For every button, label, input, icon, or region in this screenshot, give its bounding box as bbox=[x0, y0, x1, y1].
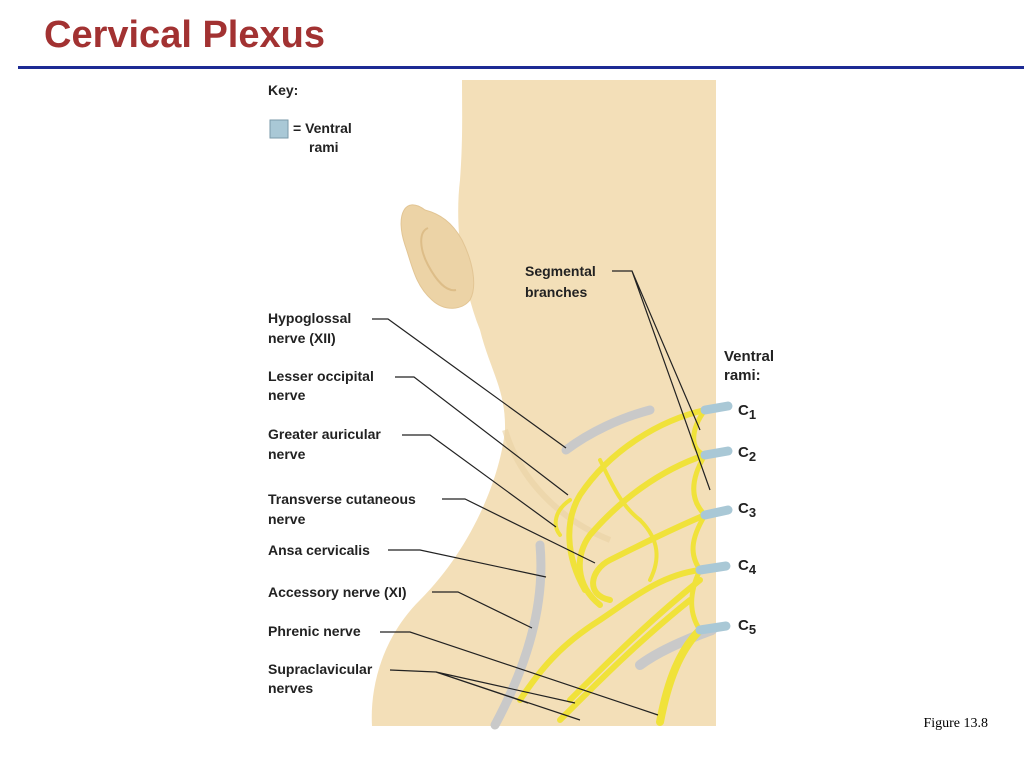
ear bbox=[400, 204, 475, 309]
neck-illustration bbox=[371, 80, 716, 726]
leader-transverse-cutaneous bbox=[442, 498, 596, 564]
label-c3: C3 bbox=[738, 500, 756, 520]
leader-lines bbox=[372, 270, 711, 721]
label-phrenic: Phrenic nerve bbox=[268, 623, 361, 639]
label-c1: C1 bbox=[738, 402, 756, 422]
plexus-branch-c bbox=[553, 498, 572, 537]
key-entry-line1: = Ventral bbox=[293, 120, 352, 136]
c4-c5-loop bbox=[689, 567, 703, 633]
figure-caption: Figure 13.8 bbox=[923, 716, 988, 731]
label-segmental-2: branches bbox=[525, 284, 587, 300]
ansa-cervicalis-shape bbox=[517, 567, 703, 703]
label-segmental-1: Segmental bbox=[525, 263, 596, 279]
neck-skin bbox=[371, 80, 716, 726]
leader-greater-auricular bbox=[402, 434, 557, 528]
label-c2: C2 bbox=[738, 444, 756, 464]
segmental-label: Segmental branches bbox=[525, 263, 596, 300]
ramus-c1 bbox=[700, 401, 733, 415]
accessory-nerve-shape bbox=[490, 540, 546, 730]
plexus-branch-a bbox=[598, 458, 642, 522]
leader-ansa-cervicalis bbox=[388, 549, 547, 578]
key-legend: Key: = Ventral rami bbox=[268, 82, 352, 155]
ramus-c2 bbox=[700, 446, 733, 460]
label-greater-auricular-1: Greater auricular bbox=[268, 426, 381, 442]
lesser-occipital-nerve-shape bbox=[566, 407, 708, 593]
label-transverse-cutaneous-2: nerve bbox=[268, 511, 306, 527]
key-heading: Key: bbox=[268, 82, 298, 98]
label-ventral-rami-1: Ventral bbox=[724, 348, 774, 365]
ventral-rami-labels: Ventral rami: C1 C2 C3 C4 C5 bbox=[724, 348, 774, 637]
c2-c3-loop bbox=[691, 452, 708, 518]
nerve-labels: Hypoglossal nerve (XII) Lesser occipital… bbox=[268, 310, 416, 696]
ramus-c3 bbox=[700, 505, 733, 520]
ventral-rami-stubs bbox=[695, 401, 733, 635]
title-divider bbox=[18, 66, 1024, 69]
plexus-branch-b bbox=[638, 518, 659, 582]
label-hypoglossal-1: Hypoglossal bbox=[268, 310, 351, 326]
transverse-cutaneous-nerve-shape bbox=[590, 512, 708, 603]
label-c5: C5 bbox=[738, 617, 756, 637]
leader-accessory bbox=[432, 591, 533, 629]
ramus-c5 bbox=[695, 621, 731, 635]
label-supraclavicular-2: nerves bbox=[268, 680, 313, 696]
label-transverse-cutaneous-1: Transverse cutaneous bbox=[268, 491, 416, 507]
label-ventral-rami-2: rami: bbox=[724, 367, 761, 384]
label-greater-auricular-2: nerve bbox=[268, 446, 306, 462]
greater-auricular-nerve-shape bbox=[576, 452, 708, 608]
yellow-nerves bbox=[517, 407, 708, 726]
label-c4: C4 bbox=[738, 557, 757, 577]
label-ansa-cervicalis: Ansa cervicalis bbox=[268, 542, 370, 558]
ear-inner bbox=[420, 227, 457, 292]
supraclavicular-nerves-shape bbox=[557, 577, 703, 723]
ramus-c4 bbox=[695, 561, 731, 575]
leader-phrenic bbox=[380, 631, 659, 716]
hypoglossal-nerve-shape bbox=[561, 405, 655, 455]
leader-lesser-occipital bbox=[395, 376, 569, 496]
ventral-rami-swatch bbox=[269, 119, 289, 139]
leader-hypoglossal bbox=[372, 318, 567, 449]
label-hypoglossal-2: nerve (XII) bbox=[268, 330, 336, 346]
label-accessory: Accessory nerve (XI) bbox=[268, 584, 407, 600]
slide-title: Cervical Plexus bbox=[44, 14, 325, 56]
label-supraclavicular-1: Supraclavicular bbox=[268, 661, 373, 677]
key-entry-line2: rami bbox=[309, 139, 339, 155]
leader-supraclavicular bbox=[389, 669, 581, 721]
label-lesser-occipital-1: Lesser occipital bbox=[268, 368, 374, 384]
leader-segmental bbox=[612, 270, 711, 491]
phrenic-nerve-shape bbox=[656, 626, 704, 726]
label-lesser-occipital-2: nerve bbox=[268, 387, 306, 403]
